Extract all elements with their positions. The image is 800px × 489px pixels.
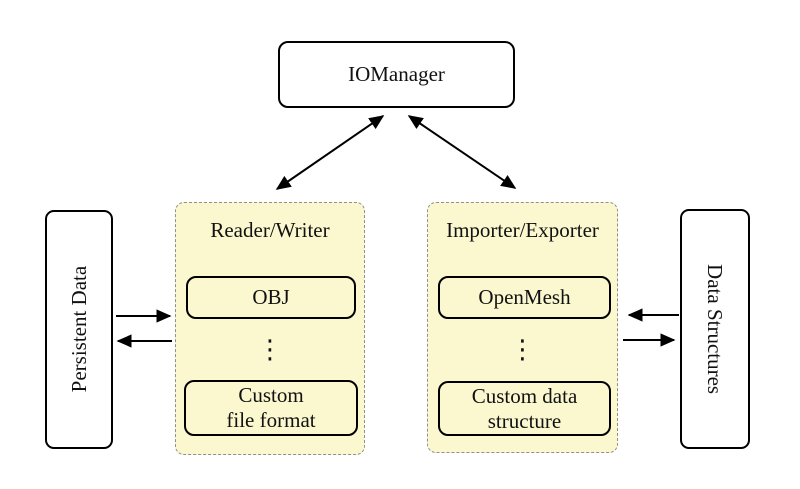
- custom-data-structure-line1: Custom data: [471, 383, 578, 408]
- persistent-data-label: Persistent Data: [66, 266, 91, 393]
- persistent-data-node: Persistent Data: [45, 210, 113, 449]
- importer-exporter-group: Importer/Exporter OpenMesh ⋮ Custom data…: [427, 202, 618, 453]
- openmesh-node: OpenMesh: [438, 276, 611, 319]
- custom-file-format-line1: Custom: [238, 383, 304, 408]
- openmesh-label: OpenMesh: [478, 285, 571, 310]
- obj-label: OBJ: [252, 285, 290, 310]
- custom-data-structure-node: Custom data structure: [438, 381, 611, 436]
- data-structures-node: Data Structures: [680, 209, 750, 449]
- iomanager-label: IOManager: [348, 62, 445, 87]
- importer-exporter-ellipsis: ⋮: [509, 335, 536, 365]
- reader-writer-group: Reader/Writer OBJ ⋮ Custom file format: [175, 202, 365, 455]
- custom-file-format-line2: file format: [226, 408, 316, 432]
- reader-writer-title: Reader/Writer: [210, 218, 330, 242]
- obj-node: OBJ: [186, 276, 356, 319]
- importer-exporter-title: Importer/Exporter: [446, 218, 599, 242]
- iomanager-node: IOManager: [278, 41, 515, 108]
- custom-file-format-node: Custom file format: [184, 380, 358, 436]
- arrow-iomanager-readerwriter: [275, 115, 385, 190]
- reader-writer-ellipsis: ⋮: [257, 335, 283, 365]
- arrow-iomanager-importerexporter: [407, 115, 517, 189]
- custom-data-structure-line2: structure: [487, 408, 562, 433]
- data-structures-label: Data Structures: [703, 263, 728, 395]
